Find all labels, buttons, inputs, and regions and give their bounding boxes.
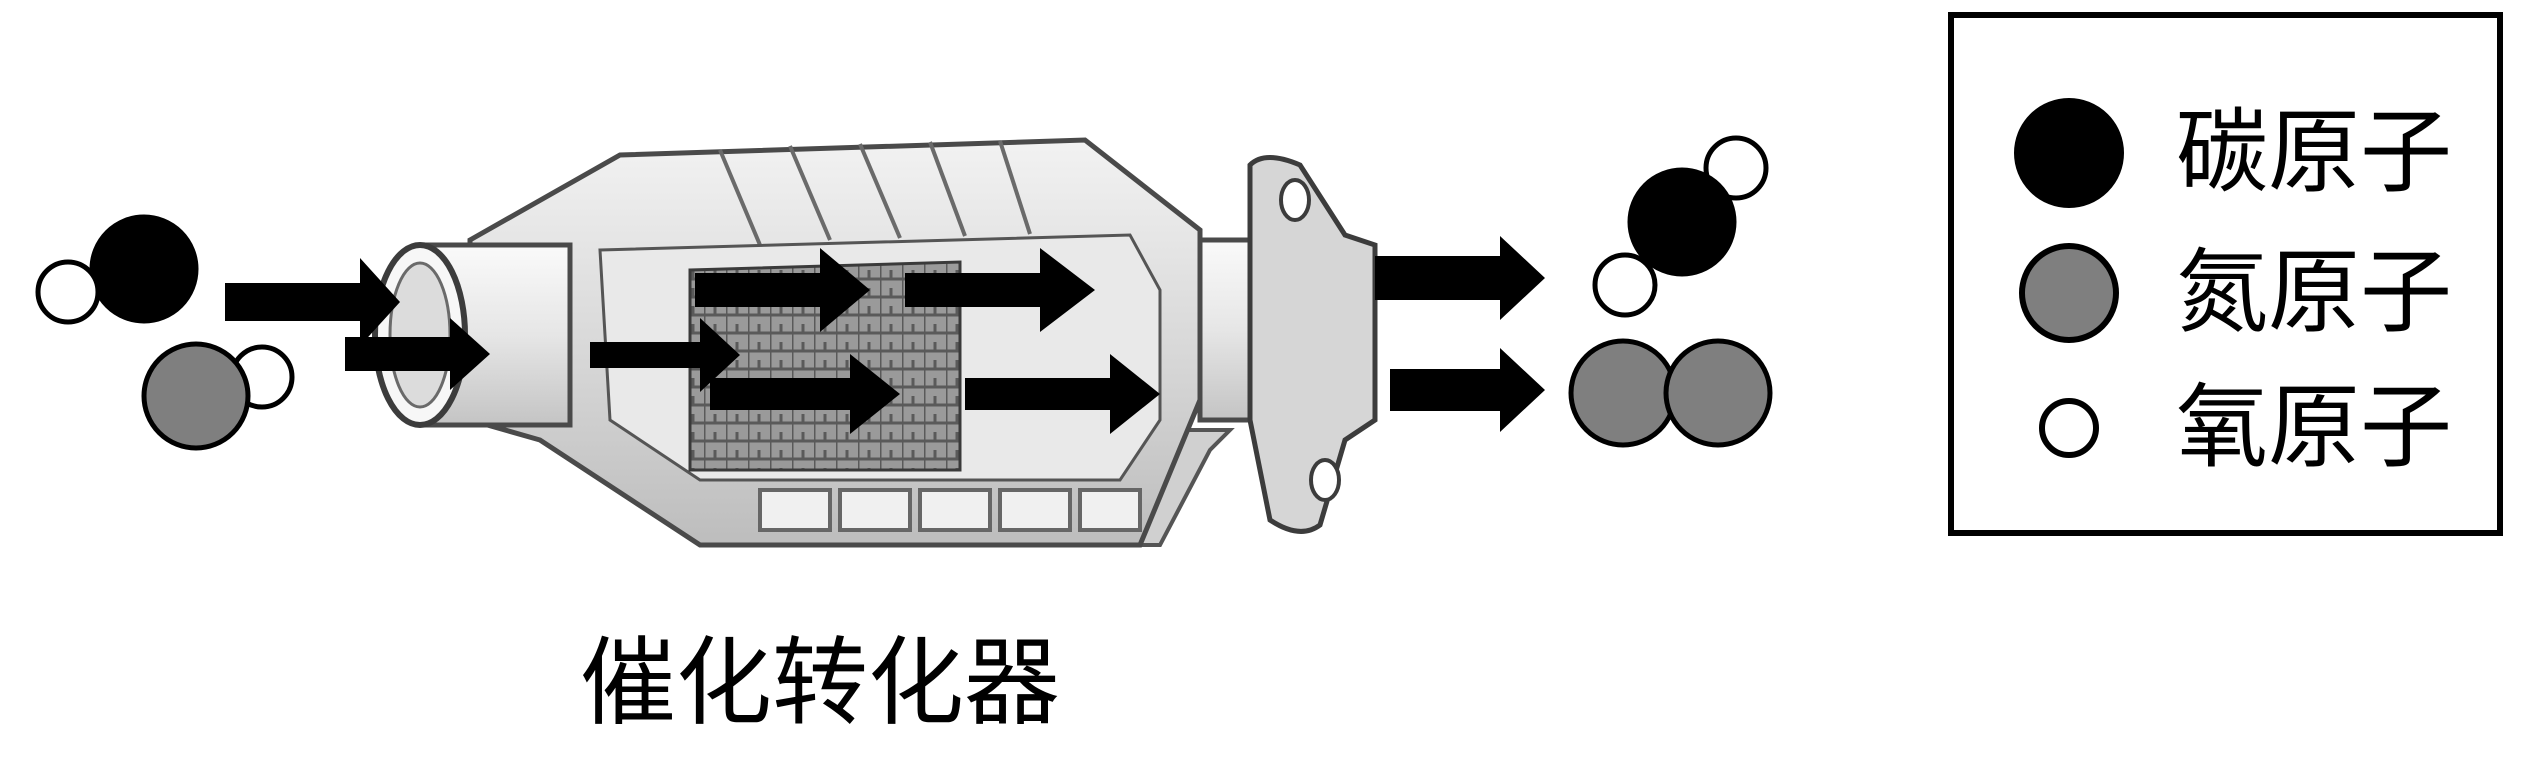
- legend-item-oxygen: 氧原子: [1954, 363, 2497, 493]
- legend-item-nitrogen: 氮原子: [1954, 228, 2497, 358]
- converter-bottom-slats: [758, 488, 1142, 532]
- inlet-pipe: [372, 242, 573, 428]
- oxygen-atom: [1703, 135, 1769, 201]
- co-molecule: [35, 214, 199, 325]
- converter-label: 催化转化器: [580, 627, 1060, 739]
- catalyst-substrate: [688, 260, 962, 472]
- nitrogen-atom: [1663, 338, 1773, 448]
- co2-molecule: [1592, 135, 1769, 318]
- legend-label-nitrogen: 氮原子: [2176, 239, 2453, 346]
- arrow-inlet-upper: [225, 258, 400, 346]
- n2-molecule: [1568, 338, 1773, 448]
- outlet-molecules: [1568, 135, 1773, 448]
- no-molecule: [141, 341, 295, 451]
- flow-arrows: [225, 236, 1545, 434]
- arrow-outlet-lower: [1390, 348, 1545, 432]
- legend-item-carbon: 碳原子: [1954, 88, 2497, 218]
- carbon-atom: [1627, 167, 1737, 277]
- carbon-atom: [89, 214, 199, 324]
- legend-label-carbon: 碳原子: [2176, 99, 2453, 206]
- flange-bolt-hole-bottom: [1309, 458, 1341, 502]
- carbon-atom-swatch: [2014, 98, 2124, 208]
- flange-bolt-hole-top: [1279, 178, 1311, 222]
- arrow-inside-3: [905, 248, 1095, 332]
- arrow-outlet-upper: [1375, 236, 1545, 320]
- outlet-flange: [1247, 155, 1378, 534]
- arrow-inside-4: [710, 354, 900, 434]
- arrow-inside-1: [590, 318, 740, 392]
- oxygen-atom: [1592, 252, 1658, 318]
- converter-top-ribs: [718, 140, 1032, 246]
- inlet-molecules: [35, 214, 295, 451]
- nitrogen-atom-swatch: [2019, 243, 2119, 343]
- arrow-inlet-lower: [345, 318, 490, 390]
- nitrogen-atom: [1568, 338, 1678, 448]
- oxygen-atom: [35, 259, 101, 325]
- legend-label-oxygen: 氧原子: [2176, 374, 2453, 481]
- oxygen-atom-swatch: [2039, 398, 2099, 458]
- nitrogen-atom: [141, 341, 251, 451]
- arrow-inside-5: [965, 354, 1160, 434]
- arrow-inside-2: [695, 248, 870, 332]
- legend: 碳原子 氮原子 氧原子: [1948, 12, 2503, 536]
- catalytic-converter: [372, 137, 1378, 548]
